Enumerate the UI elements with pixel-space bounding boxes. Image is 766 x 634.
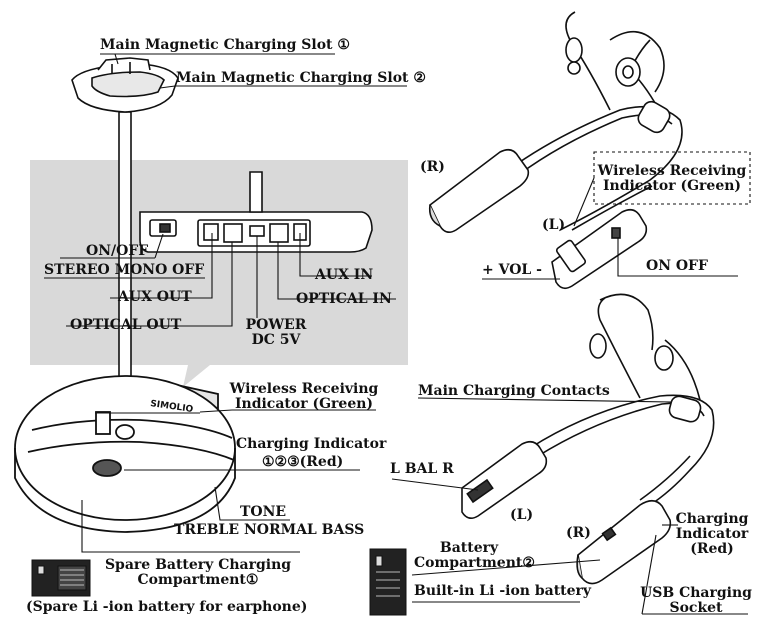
aux-out-label: AUX OUT bbox=[118, 289, 192, 305]
tone-label: TONE bbox=[240, 504, 287, 520]
on-off-right-label: ON OFF bbox=[646, 258, 708, 274]
battery-compartment2-label: Battery Compartment② bbox=[414, 540, 535, 571]
r-bottom-label: (R) bbox=[566, 525, 591, 541]
round-base bbox=[14, 375, 236, 533]
module-l-bottom bbox=[461, 440, 548, 520]
charging-indicator-label: Charging Indicator bbox=[236, 436, 387, 452]
battery-line2: Compartment② bbox=[414, 555, 535, 571]
module-r-bottom bbox=[576, 499, 672, 585]
wireless-right-line2: Indicator (Green) bbox=[602, 178, 742, 194]
aux-in-label: AUX IN bbox=[315, 267, 374, 283]
l-bottom-label: (L) bbox=[510, 507, 534, 523]
charging-right-line2: Indicator bbox=[675, 526, 749, 542]
l-top-label: (L) bbox=[542, 217, 566, 233]
slot1-label: Main Magnetic Charging Slot ① bbox=[100, 37, 350, 53]
spare-line1: Spare Battery Charging bbox=[104, 557, 292, 573]
neckband-top bbox=[461, 11, 683, 231]
leader-lines bbox=[44, 53, 751, 615]
slot2-label: Main Magnetic Charging Slot ② bbox=[176, 70, 426, 86]
module-l-top bbox=[551, 208, 648, 290]
power-label: POWER DC 5V bbox=[240, 318, 312, 348]
spare-battery-note: (Spare Li -ion battery for earphone) bbox=[26, 599, 308, 615]
usb-socket-label: USB Charging Socket bbox=[638, 586, 754, 616]
spare-battery-image bbox=[31, 559, 91, 597]
r-top-label: (R) bbox=[420, 159, 445, 175]
main-contacts-label: Main Charging Contacts bbox=[418, 383, 610, 399]
wireless-left-line1: Wireless Receiving bbox=[229, 381, 379, 397]
battery-line1: Battery bbox=[439, 540, 499, 556]
spare-battery-label: Spare Battery Charging Compartment① bbox=[104, 558, 292, 588]
neckband-bottom bbox=[529, 293, 715, 506]
wireless-indicator-left: Wireless Receiving Indicator (Green) bbox=[226, 382, 382, 412]
wireless-right-line1: Wireless Receiving bbox=[597, 163, 747, 179]
builtin-battery-label: Built-in Li -ion battery bbox=[414, 583, 592, 599]
usb-line1: USB Charging bbox=[640, 585, 752, 601]
wireless-left-line2: Indicator (Green) bbox=[234, 396, 374, 412]
stand-top-slot bbox=[71, 57, 179, 113]
on-off-label: ON/OFF bbox=[86, 243, 149, 259]
stereo-mono-off-label: STEREO MONO OFF bbox=[44, 262, 205, 278]
treble-normal-bass-label: TREBLE NORMAL BASS bbox=[174, 522, 365, 538]
vol-label: + VOL - bbox=[482, 262, 542, 278]
charging-right-line1: Charging bbox=[675, 511, 749, 527]
spare-line2: Compartment① bbox=[137, 572, 259, 588]
optical-out-label: OPTICAL OUT bbox=[70, 317, 182, 333]
builtin-battery-image bbox=[369, 548, 407, 616]
wireless-indicator-right: Wireless Receiving Indicator (Green) bbox=[596, 164, 748, 194]
power-text: POWER bbox=[245, 317, 307, 333]
base-device bbox=[139, 171, 373, 253]
charging-right-line3: (Red) bbox=[690, 541, 734, 557]
dc5v-text: DC 5V bbox=[251, 332, 301, 348]
l-bal-r-label: L BAL R bbox=[390, 461, 454, 477]
charging-indicator-right: Charging Indicator (Red) bbox=[672, 512, 752, 557]
optical-in-label: OPTICAL IN bbox=[296, 291, 392, 307]
module-r-top bbox=[428, 148, 530, 234]
usb-line2: Socket bbox=[669, 600, 723, 616]
charging-indicator-red: ①②③(Red) bbox=[262, 454, 344, 470]
